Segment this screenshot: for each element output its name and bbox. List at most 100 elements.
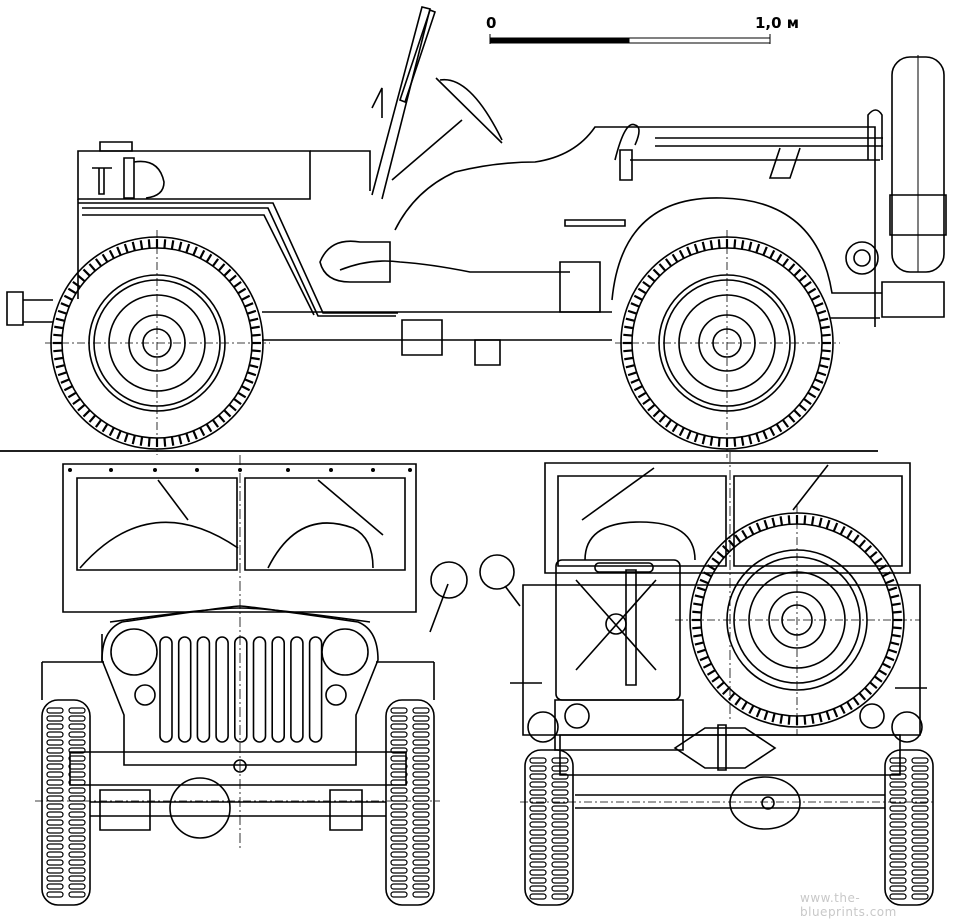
front-bumper	[7, 292, 23, 325]
tread-lug	[413, 844, 429, 849]
side-tool-shovel	[565, 220, 625, 226]
tread-lug	[69, 820, 85, 825]
tread-lug	[890, 838, 906, 843]
tread-lug	[391, 820, 407, 825]
tread-lug	[229, 405, 236, 411]
tread-lug	[234, 282, 241, 287]
watermark: www.the-blueprints.com	[800, 891, 897, 919]
tread-lug	[680, 250, 684, 258]
tread-lug	[110, 428, 114, 436]
tread-lug	[893, 628, 902, 629]
tread-lug	[413, 836, 429, 841]
tread-lug	[391, 732, 407, 737]
steering-column	[392, 120, 462, 180]
tread-lug	[735, 535, 740, 542]
tread-lug	[530, 894, 546, 899]
tread-lug	[819, 365, 828, 367]
jerry-can-strap	[626, 570, 636, 685]
battery-box	[475, 340, 500, 365]
reflector-left	[565, 704, 589, 728]
hood	[78, 151, 310, 199]
tread-lug	[552, 790, 568, 795]
tread-lug	[47, 876, 63, 881]
tread-lug	[552, 782, 568, 787]
tread-lug	[179, 242, 181, 251]
tread-lug	[789, 264, 795, 271]
tread-lug	[69, 756, 85, 761]
tread-lug	[834, 523, 837, 531]
tread-lug	[623, 350, 632, 351]
body-side-front	[78, 199, 398, 313]
tread-lug	[879, 565, 887, 570]
frame-rail	[262, 312, 880, 340]
tread-lug	[413, 860, 429, 865]
rear-differential	[730, 777, 800, 829]
tread-lug	[219, 415, 225, 422]
tread-lug	[890, 862, 906, 867]
tread-lug	[870, 682, 877, 688]
tread-lug	[530, 790, 546, 795]
tread-lug	[69, 772, 85, 777]
tread-lug	[770, 428, 774, 436]
grille-slot	[160, 637, 172, 742]
tread-lug	[391, 876, 407, 881]
tread-lug	[892, 635, 901, 636]
tread-lug	[47, 836, 63, 841]
tread-lug	[893, 612, 902, 613]
tread-lug	[912, 798, 928, 803]
tread-lug	[64, 296, 72, 300]
tread-lug	[69, 804, 85, 809]
tread-lug	[717, 552, 724, 558]
tread-lug	[742, 702, 747, 710]
tread-lug	[552, 806, 568, 811]
tread-lug	[530, 854, 546, 859]
grille-slots	[160, 637, 322, 742]
tread-lug	[912, 878, 928, 883]
tread-lug	[164, 438, 165, 447]
tread-lug	[391, 724, 407, 729]
tread-lug	[413, 828, 429, 833]
tread-lug	[413, 780, 429, 785]
tread-lug	[69, 868, 85, 873]
front-windshield-glass-right	[245, 478, 405, 570]
pintle-hook-plate	[675, 728, 775, 768]
tread-lug	[673, 254, 678, 262]
tread-lug	[69, 852, 85, 857]
seat-back	[615, 124, 639, 160]
tread-lug	[707, 670, 715, 675]
tread-lug	[193, 247, 196, 255]
tread-lug	[659, 264, 665, 271]
tread-lug	[808, 289, 816, 294]
tread-lug	[890, 846, 906, 851]
tread-lug	[770, 250, 774, 258]
tread-lug	[89, 264, 95, 271]
tread-lug	[391, 796, 407, 801]
tread-lug	[391, 740, 407, 745]
side-mirror-arm	[430, 584, 448, 632]
tread-lug	[73, 282, 80, 287]
transfer-case	[320, 241, 390, 282]
tread-lug	[912, 854, 928, 859]
tread-lug	[413, 892, 429, 897]
front-knuckle-left	[100, 790, 150, 830]
tread-lug	[413, 876, 429, 881]
tread-lug	[249, 365, 258, 367]
tread-lug	[623, 335, 632, 336]
rear-fender	[612, 198, 882, 300]
tread-lug	[133, 242, 135, 251]
tread-lug	[54, 358, 63, 359]
tread-lug	[58, 311, 67, 314]
tread-lug	[783, 420, 788, 427]
tread-lug	[749, 526, 753, 534]
tread-lug	[890, 595, 899, 597]
tread-lug	[247, 311, 256, 314]
tread-lug	[69, 796, 85, 801]
top-bow-rail	[630, 138, 883, 160]
side-mirror	[431, 562, 467, 598]
tread-lug	[912, 758, 928, 763]
tread-lug	[703, 435, 705, 444]
front-bumper-bracket	[23, 300, 53, 322]
tread-lug	[47, 852, 63, 857]
front-hood-line	[110, 608, 370, 622]
tread-lug	[703, 664, 711, 668]
